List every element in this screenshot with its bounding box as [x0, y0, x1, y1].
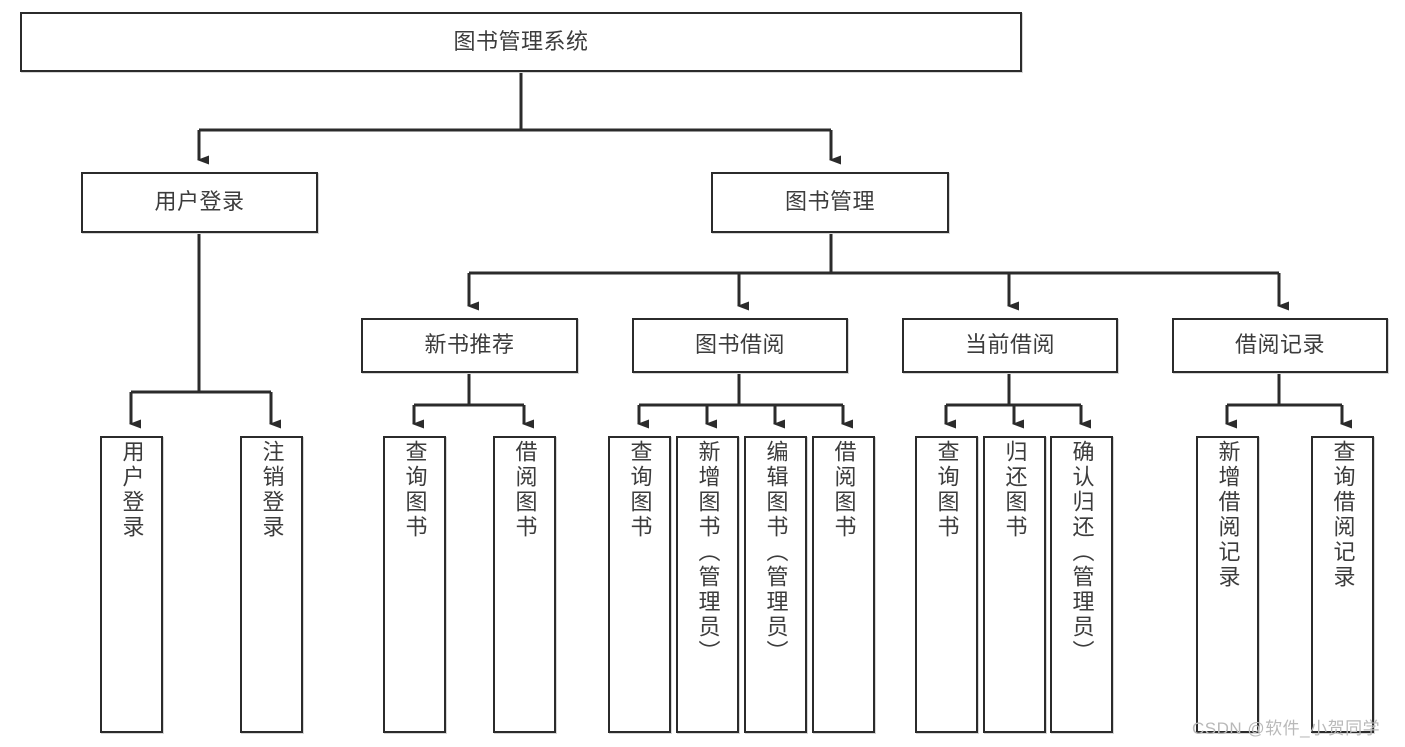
node-label: 注销登录 — [259, 440, 285, 540]
node-book-management[interactable]: 图书管理 — [711, 172, 949, 233]
node-label: 借阅记录 — [1234, 332, 1325, 358]
node-label: 查询图书 — [627, 440, 653, 540]
node-label: 编辑图书（管理员） — [763, 440, 789, 665]
node-label: 新增图书（管理员） — [695, 440, 721, 665]
leaf-current-return-book[interactable]: 归还图书 — [983, 436, 1046, 733]
node-borrow-records[interactable]: 借阅记录 — [1172, 318, 1388, 373]
node-label: 查询图书 — [934, 440, 960, 540]
csdn-watermark: CSDN @软件_小贺同学 — [1192, 719, 1381, 738]
node-label: 当前借阅 — [964, 332, 1055, 358]
leaf-current-confirm-return-admin[interactable]: 确认归还（管理员） — [1050, 436, 1113, 733]
node-label: 新书推荐 — [424, 332, 515, 358]
leaf-record-add[interactable]: 新增借阅记录 — [1196, 436, 1259, 733]
node-root-system[interactable]: 图书管理系统 — [20, 12, 1022, 72]
node-book-borrow[interactable]: 图书借阅 — [632, 318, 848, 373]
leaf-user-login[interactable]: 用户登录 — [100, 436, 163, 733]
leaf-current-query-book[interactable]: 查询图书 — [915, 436, 978, 733]
node-label: 查询图书 — [402, 440, 428, 540]
leaf-user-logout[interactable]: 注销登录 — [240, 436, 303, 733]
node-label: 借阅图书 — [512, 440, 538, 540]
node-label: 图书管理系统 — [453, 28, 589, 54]
node-label: 新增借阅记录 — [1215, 440, 1241, 590]
node-user-login[interactable]: 用户登录 — [81, 172, 318, 233]
leaf-borrow-edit-book-admin[interactable]: 编辑图书（管理员） — [744, 436, 807, 733]
node-current-borrow[interactable]: 当前借阅 — [902, 318, 1118, 373]
leaf-borrow-borrow-book[interactable]: 借阅图书 — [812, 436, 875, 733]
node-label: 用户登录 — [119, 440, 145, 540]
leaf-new-book-query[interactable]: 查询图书 — [383, 436, 446, 733]
node-label: 图书管理 — [784, 189, 875, 215]
node-label: 图书借阅 — [694, 332, 785, 358]
node-label: 确认归还（管理员） — [1069, 440, 1095, 665]
leaf-record-query[interactable]: 查询借阅记录 — [1311, 436, 1374, 733]
leaf-borrow-query-book[interactable]: 查询图书 — [608, 436, 671, 733]
leaf-new-book-borrow[interactable]: 借阅图书 — [493, 436, 556, 733]
leaf-borrow-add-book-admin[interactable]: 新增图书（管理员） — [676, 436, 739, 733]
node-label: 借阅图书 — [831, 440, 857, 540]
node-label: 查询借阅记录 — [1330, 440, 1356, 590]
node-label: 归还图书 — [1002, 440, 1028, 540]
node-label: 用户登录 — [154, 189, 245, 215]
node-new-book-recommend[interactable]: 新书推荐 — [361, 318, 578, 373]
